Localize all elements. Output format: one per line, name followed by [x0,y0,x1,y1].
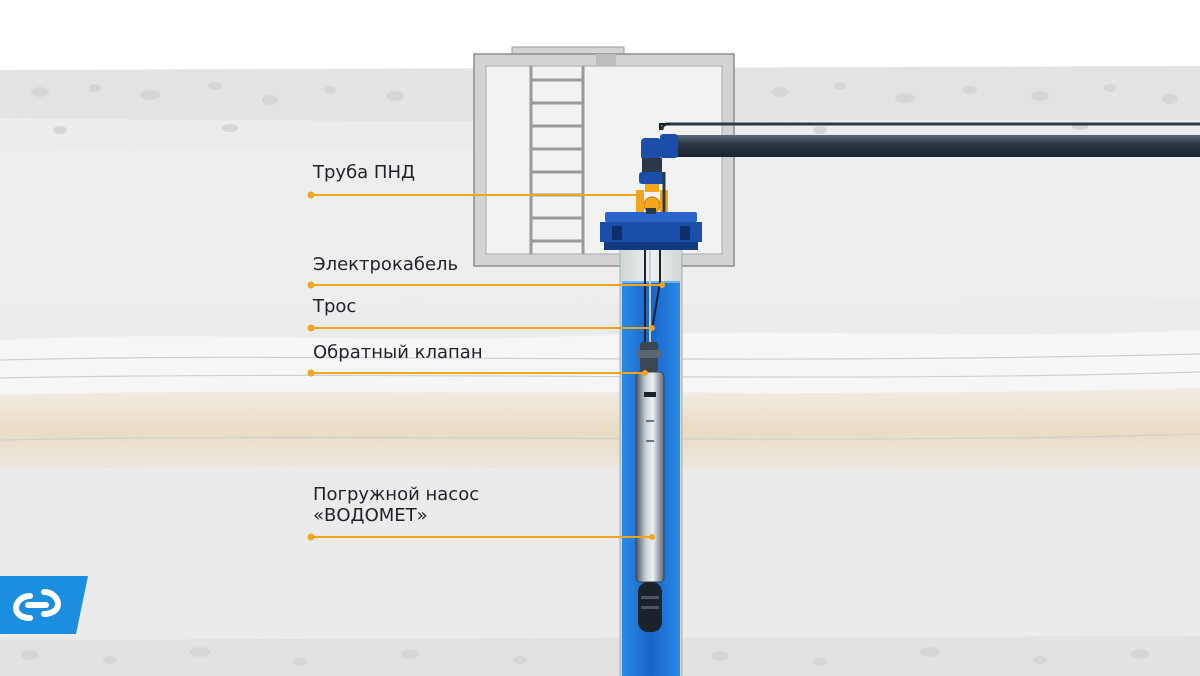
callout-lines [307,191,665,541]
ladder [529,66,585,254]
pump-label-line1: Погружной насос [313,484,480,505]
well-head [600,208,702,250]
callout-label-power-cable: Электрокабель [313,254,459,275]
pnd-pipe [636,122,1200,215]
pump-label-line2: «ВОДОМЕТ» [313,505,428,526]
callout-label-rope: Трос [313,296,357,317]
check-valve [637,342,661,372]
callout-label-submersible-pump: Погружной насос «ВОДОМЕТ» [313,484,479,526]
brand-logo-icon [0,576,88,634]
callout-label-check-valve: Обратный клапан [313,342,483,363]
callout-label-pipe-pnd: Труба ПНД [313,162,416,183]
submersible-pump [635,371,665,632]
